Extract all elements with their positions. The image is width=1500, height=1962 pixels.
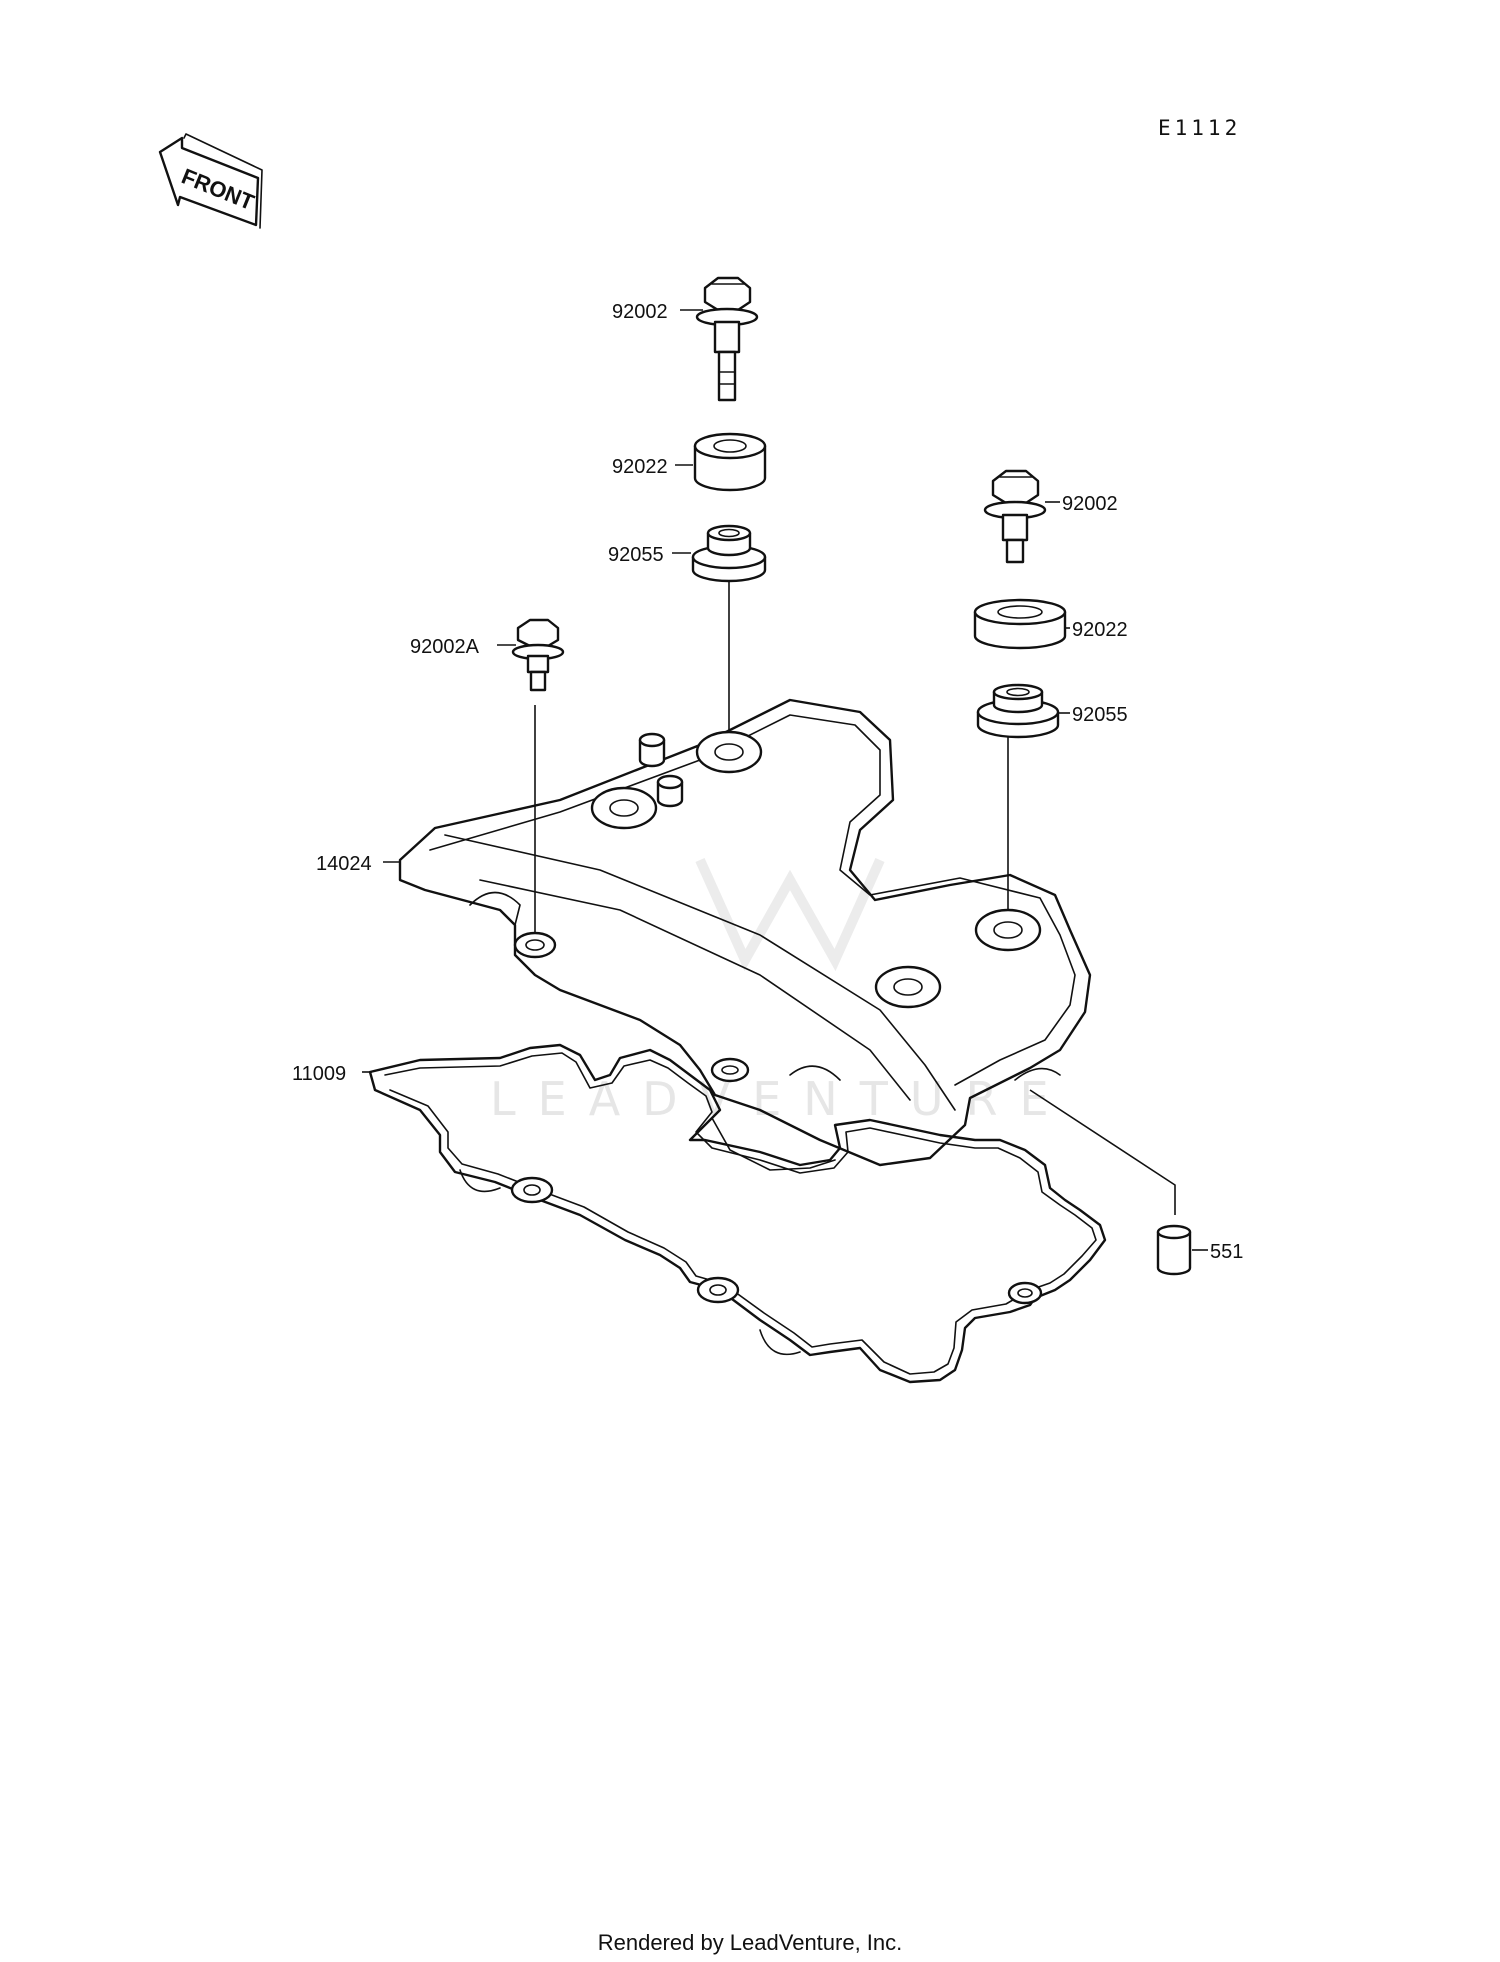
label-bolt-right: 92002	[1062, 493, 1118, 515]
label-grommet-top: 92055	[608, 544, 664, 566]
front-arrow-icon: FRONT	[158, 133, 263, 229]
label-washer-top: 92022	[612, 456, 668, 478]
washer-top-icon	[693, 432, 767, 492]
front-label: FRONT	[178, 163, 258, 215]
bolt-left-icon	[511, 618, 565, 692]
label-cover: 14024	[316, 853, 372, 875]
label-gasket: 11009	[292, 1063, 346, 1085]
dowel-pin-icon	[1156, 1224, 1192, 1276]
bolt-right-icon	[983, 469, 1047, 564]
label-bolt-left: 92002A	[410, 636, 480, 658]
diagram-code: E1112	[1158, 116, 1241, 140]
label-washer-right: 92022	[1072, 619, 1128, 641]
watermark: LEADVENTURE	[490, 857, 1071, 1126]
cylinder-head-cover-icon	[398, 698, 1092, 1167]
label-dowel: 551	[1210, 1241, 1243, 1263]
gasket-icon	[368, 1043, 1107, 1384]
bolt-top-icon	[695, 276, 759, 402]
washer-right-icon	[973, 598, 1067, 650]
grommet-right-icon	[976, 683, 1060, 739]
label-bolt-top: 92002	[612, 301, 668, 323]
grommet-top-icon	[691, 524, 767, 583]
watermark-text: LEADVENTURE	[490, 1072, 1071, 1126]
footer-credit: Rendered by LeadVenture, Inc.	[597, 1930, 903, 1955]
label-grommet-right: 92055	[1072, 704, 1128, 726]
